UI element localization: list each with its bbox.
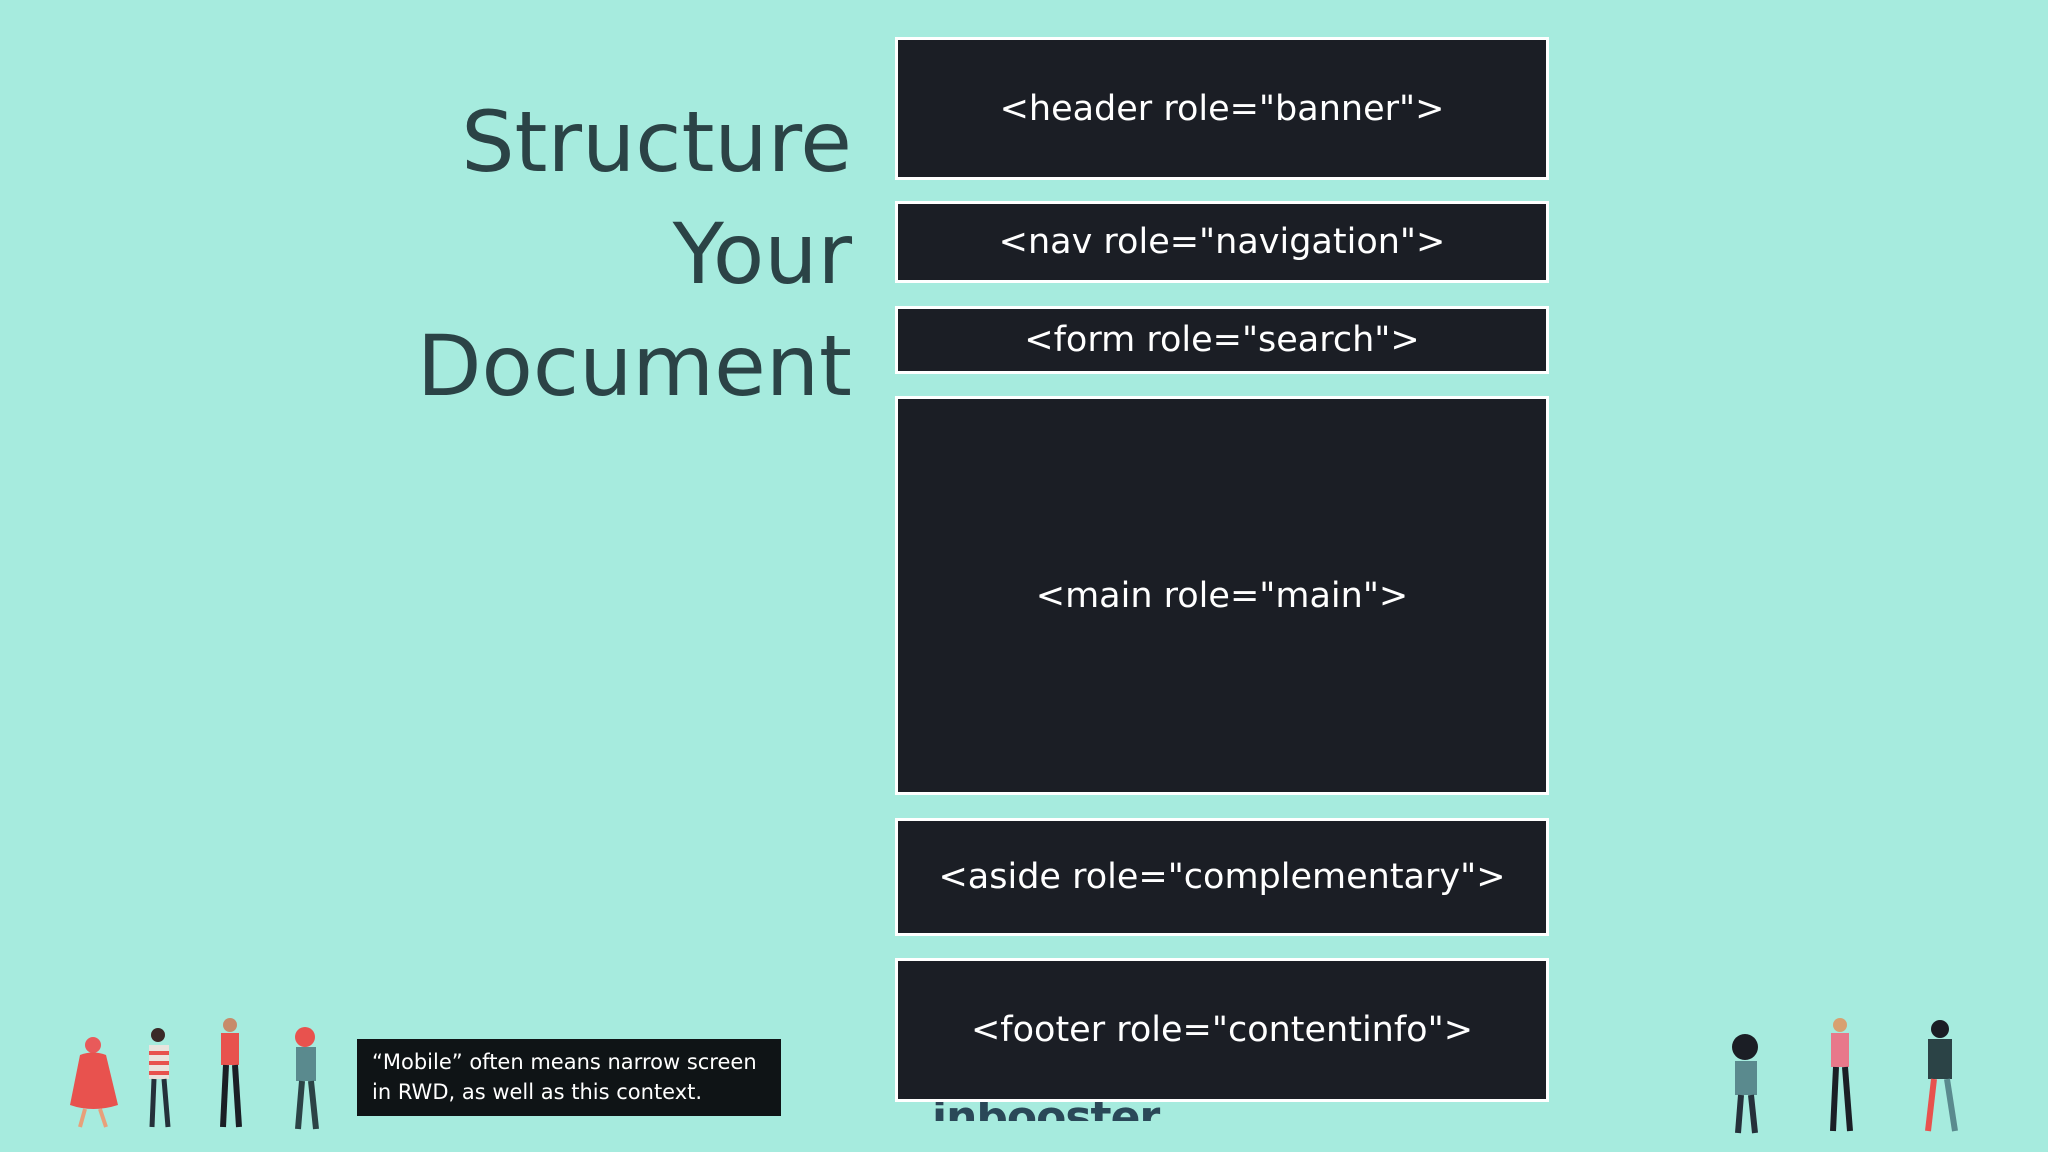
person-tall-icon <box>1830 1018 1853 1132</box>
landmark-aside: <aside role="complementary"> <box>895 818 1549 936</box>
title-line-3: Document <box>416 317 852 415</box>
people-illustration-left <box>70 1018 319 1130</box>
person-phone-icon <box>295 1027 319 1130</box>
person-striped-shirt-icon <box>149 1028 171 1128</box>
person-curly-hair-icon <box>1732 1034 1758 1134</box>
caption-box: “Mobile” often means narrow screen in RW… <box>357 1039 781 1116</box>
title-line-1: Structure <box>461 93 852 191</box>
caption-line-2: in RWD, as well as this context. <box>372 1080 703 1104</box>
person-standing-icon <box>220 1018 242 1128</box>
people-illustration-right <box>1732 1018 1958 1134</box>
landmark-header: <header role="banner"> <box>895 37 1549 180</box>
caption-line-1: “Mobile” often means narrow screen <box>372 1050 757 1074</box>
person-bearded-icon <box>1925 1020 1958 1132</box>
landmark-nav: <nav role="navigation"> <box>895 201 1549 283</box>
landmark-footer: <footer role="contentinfo"> <box>895 958 1549 1102</box>
landmark-main: <main role="main"> <box>895 396 1549 795</box>
landmark-search: <form role="search"> <box>895 306 1549 374</box>
person-red-dress-icon <box>70 1037 118 1128</box>
title-line-2: Your <box>672 205 852 303</box>
